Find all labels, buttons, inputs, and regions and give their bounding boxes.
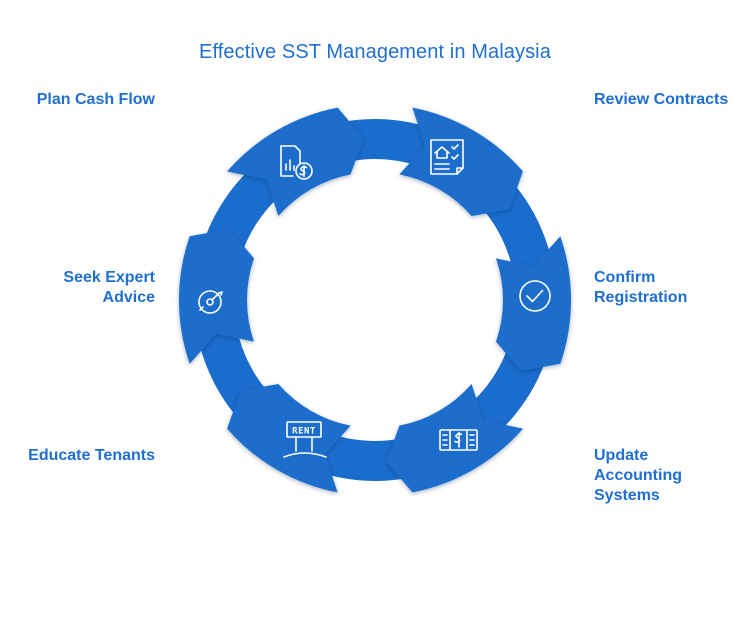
segment-update-accounting bbox=[386, 383, 523, 493]
check-circle-icon bbox=[519, 280, 551, 312]
finance-document-icon bbox=[280, 145, 313, 180]
segment-review-contracts bbox=[399, 107, 523, 217]
rent-sign-icon bbox=[283, 421, 327, 458]
target-compass-icon bbox=[198, 290, 223, 314]
segment-educate-tenants bbox=[227, 383, 351, 493]
page-title: Effective SST Management in Malaysia bbox=[199, 41, 551, 63]
rent-sign-text: RENT bbox=[292, 427, 316, 437]
segment-confirm-registration bbox=[496, 236, 571, 372]
label-confirm-registration: Confirm Registration bbox=[594, 269, 688, 306]
label-review-contracts: Review Contracts bbox=[594, 91, 729, 108]
segment-plan-cash-flow bbox=[227, 107, 364, 217]
dollar-ledger-icon bbox=[439, 429, 478, 451]
label-educate-tenants: Educate Tenants bbox=[28, 447, 155, 464]
label-plan-cash-flow: Plan Cash Flow bbox=[36, 91, 155, 108]
label-update-accounting: Update Accounting Systems bbox=[594, 447, 682, 504]
house-checklist-icon bbox=[430, 139, 464, 175]
label-seek-expert-advice: Seek Expert Advice bbox=[63, 269, 155, 306]
cycle-nodes bbox=[179, 107, 571, 493]
